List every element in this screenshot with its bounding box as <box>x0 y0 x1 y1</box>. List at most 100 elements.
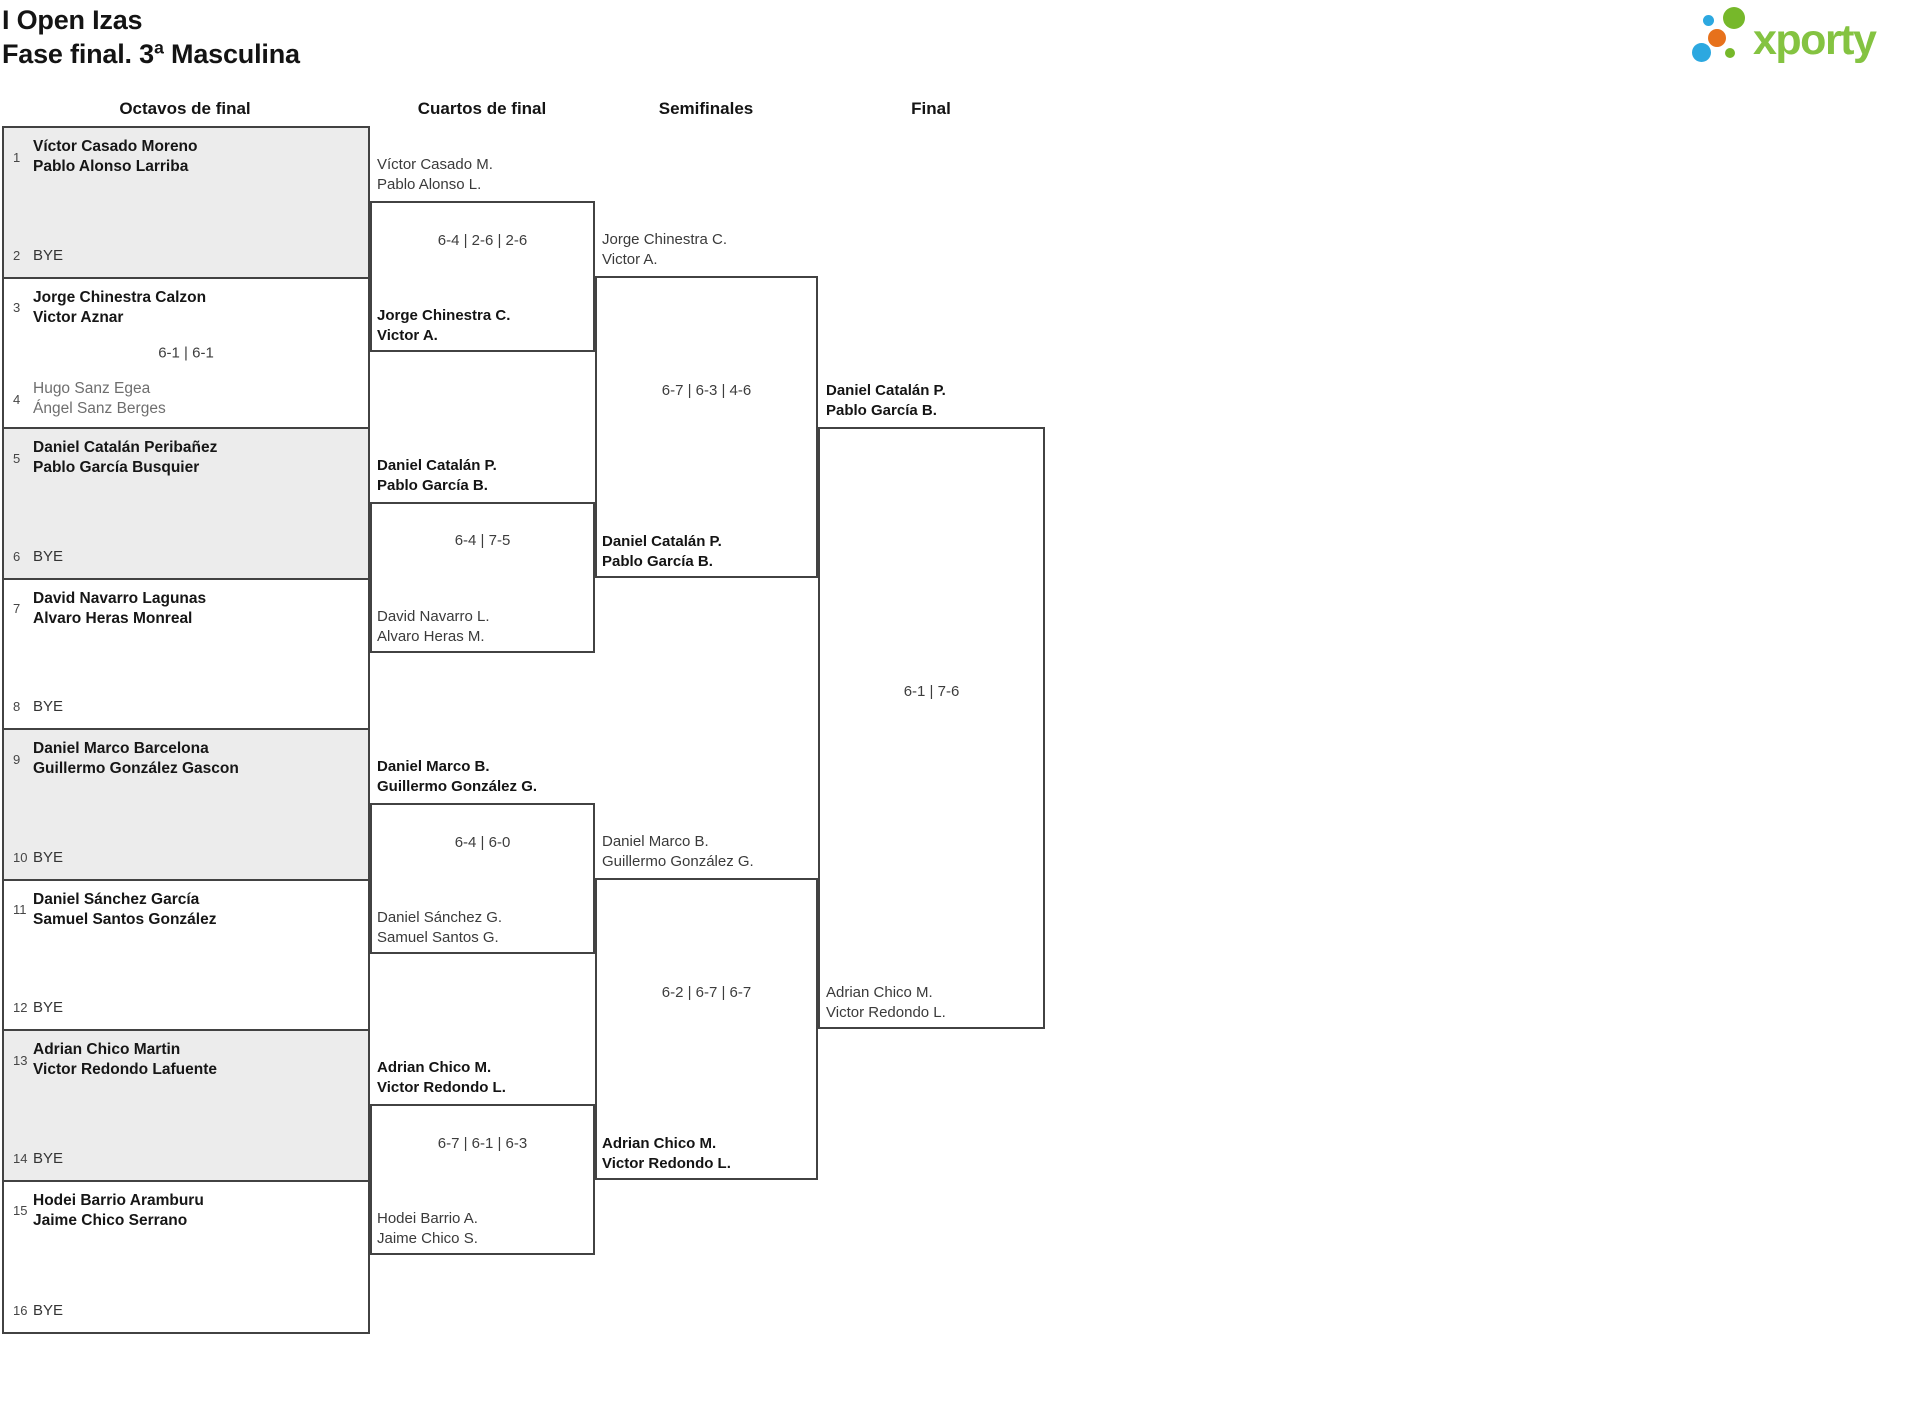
bye-slot: 8 BYE <box>13 698 362 715</box>
seed-number: 13 <box>13 1052 28 1068</box>
seed-number: 12 <box>13 1000 28 1015</box>
qf2-match-box <box>370 502 595 653</box>
bye-label: BYE <box>33 246 64 264</box>
round-header-octavos: Octavos de final <box>119 99 251 118</box>
qf1-score: 6-4 | 2-6 | 2-6 <box>437 232 528 249</box>
seed-number: 7 <box>13 601 21 616</box>
bye-label: BYE <box>33 547 64 565</box>
seed-number: 10 <box>13 849 28 865</box>
seed-number: 5 <box>13 450 21 466</box>
qf4-top-team: Adrian Chico M.Victor Redondo L. <box>377 1059 506 1096</box>
sf2-bottom-team: Adrian Chico M.Victor Redondo L. <box>602 1135 731 1172</box>
sf1-bottom-team: Daniel Catalán P.Pablo García B. <box>602 533 722 570</box>
tournament-name: I Open Izas <box>2 5 143 35</box>
seed-number: 9 <box>13 751 21 767</box>
seed-number: 14 <box>13 1150 28 1166</box>
seed-number: 1 <box>13 149 21 165</box>
bye-slot: 10 BYE <box>13 849 362 866</box>
qf3-score: 6-4 | 6-0 <box>454 834 511 851</box>
logo-dot-blue-large-icon <box>1692 43 1711 62</box>
logo-dot-blue-small-icon <box>1703 15 1714 26</box>
round-header-final: Final <box>911 99 951 118</box>
qf1-bottom-team: Jorge Chinestra C.Victor A. <box>377 307 511 344</box>
qf4-match-box <box>370 1104 595 1255</box>
bye-label: BYE <box>33 698 64 715</box>
qf3-bottom-team: Daniel Sánchez G.Samuel Santos G. <box>377 909 503 946</box>
final-match-box <box>818 427 1045 1029</box>
page-title: I Open Izas Fase final. 3ª Masculina <box>2 3 300 71</box>
sf1-top-team: Jorge Chinestra C.Victor A. <box>602 231 728 268</box>
seed-number: 11 <box>13 902 27 917</box>
qf1-top-team: Víctor Casado M.Pablo Alonso L. <box>377 156 493 193</box>
sf2-score: 6-2 | 6-7 | 6-7 <box>661 984 752 1001</box>
seed-number: 16 <box>13 1303 28 1318</box>
qf2-top-team: Daniel Catalán P.Pablo García B. <box>377 457 497 494</box>
xporty-logo[interactable]: xporty <box>1677 6 1897 68</box>
bye-label: BYE <box>33 999 64 1016</box>
sf1-match-box <box>595 276 818 578</box>
qf4-score: 6-7 | 6-1 | 6-3 <box>437 1135 528 1152</box>
final-score: 6-1 | 7-6 <box>903 683 960 700</box>
bye-label: BYE <box>33 848 64 866</box>
bye-label: BYE <box>33 1302 64 1319</box>
bye-slot: 2 BYE <box>13 247 362 264</box>
bye-label: BYE <box>33 1149 64 1167</box>
bye-slot: 14 BYE <box>13 1150 362 1167</box>
qf3-top-team: Daniel Marco B.Guillermo González G. <box>377 758 538 795</box>
logo-wordmark: xporty <box>1753 16 1877 64</box>
logo-dot-green-large-icon <box>1723 7 1745 29</box>
bye-slot: 16 BYE <box>13 1302 362 1319</box>
qf4-bottom-team: Hodei Barrio A.Jaime Chico S. <box>377 1210 478 1247</box>
sf2-top-team: Daniel Marco B.Guillermo González G. <box>602 833 754 870</box>
seed-number: 15 <box>13 1203 28 1218</box>
qf2-bottom-team: David Navarro L.Alvaro Heras M. <box>377 608 490 645</box>
final-bottom-team: Adrian Chico M.Victor Redondo L. <box>826 984 946 1021</box>
qf1-match-box <box>370 201 595 352</box>
seed-number: 2 <box>13 247 21 263</box>
sf2-match-box <box>595 878 818 1180</box>
qf2-score: 6-4 | 7-5 <box>454 532 511 549</box>
logo-dot-orange-icon <box>1708 29 1726 47</box>
seed-number: 6 <box>13 548 21 564</box>
round-header-cuartos: Cuartos de final <box>417 99 547 118</box>
match-score: 6-1 | 6-1 <box>158 344 214 362</box>
logo-dot-green-small-icon <box>1725 48 1735 58</box>
phase-name: Fase final. 3ª Masculina <box>2 39 300 69</box>
seed-number: 4 <box>13 391 21 407</box>
final-top-team: Daniel Catalán P.Pablo García B. <box>826 382 946 419</box>
round-header-semifinales: Semifinales <box>658 99 754 118</box>
sf1-score: 6-7 | 6-3 | 4-6 <box>661 382 752 399</box>
seed-number: 8 <box>13 699 21 714</box>
bye-slot: 12 BYE <box>13 999 362 1016</box>
qf3-match-box <box>370 803 595 954</box>
seed-number: 3 <box>13 300 21 315</box>
